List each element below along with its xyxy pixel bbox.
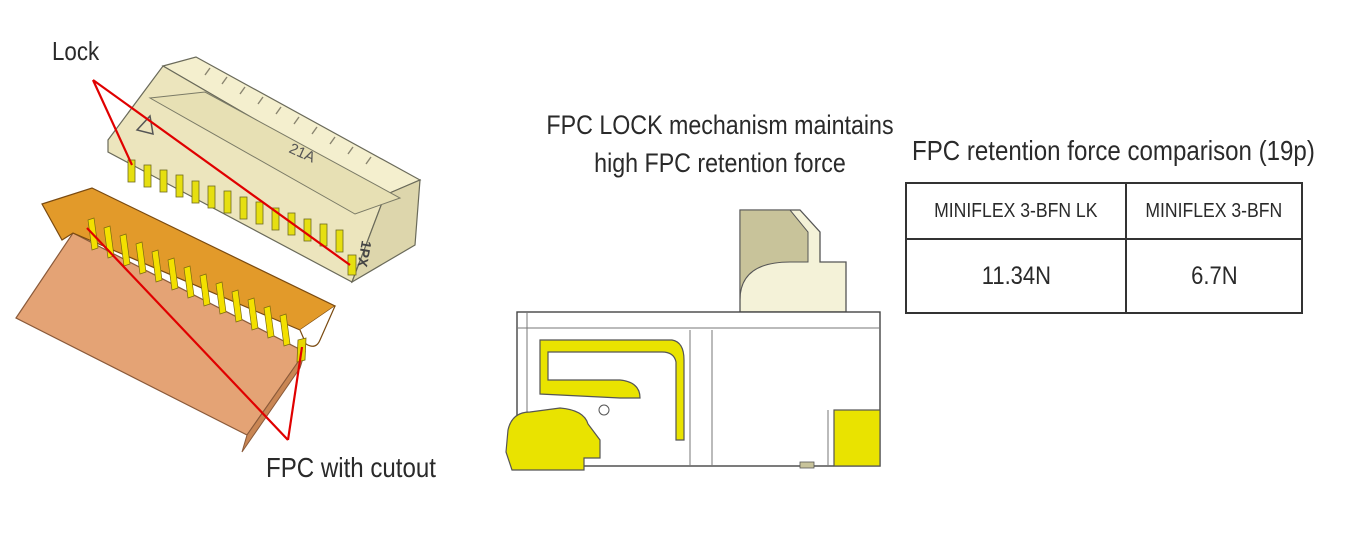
header-lk-label: MINIFLEX 3-BFN LK xyxy=(934,199,1098,222)
fpc-cutout-label: FPC with cutout xyxy=(266,452,436,483)
connector-housing xyxy=(107,56,422,284)
fpc-cable xyxy=(15,187,337,453)
pin1-triangle-icon xyxy=(135,114,154,136)
connector-contacts xyxy=(127,159,357,276)
connector-cross-section xyxy=(505,209,881,471)
table-header-cell: MINIFLEX 3-BFN xyxy=(1125,182,1303,240)
table-header-row: MINIFLEX 3-BFN LK MINIFLEX 3-BFN xyxy=(905,182,1303,240)
mechanism-caption: FPC LOCK mechanism maintains high FPC re… xyxy=(539,106,900,182)
table-header-cell: MINIFLEX 3-BFN LK xyxy=(905,182,1127,240)
table-value-cell: 6.7N xyxy=(1125,238,1303,314)
value-lk: 11.34N xyxy=(981,261,1051,290)
table-value-row: 11.34N 6.7N xyxy=(905,238,1303,314)
header-bfn-label: MINIFLEX 3-BFN xyxy=(1145,199,1283,222)
callout-lines xyxy=(86,79,351,441)
mechanism-caption-line2: high FPC retention force xyxy=(594,148,846,178)
pin-mark-side: 1PX xyxy=(354,239,374,268)
value-bfn: 6.7N xyxy=(1190,261,1238,290)
table-value-cell: 11.34N xyxy=(905,238,1127,314)
table-title: FPC retention force comparison (19p) xyxy=(912,135,1315,166)
mechanism-caption-line1: FPC LOCK mechanism maintains xyxy=(546,110,894,140)
retention-force-table: MINIFLEX 3-BFN LK MINIFLEX 3-BFN 11.34N … xyxy=(905,182,1303,314)
lock-label: Lock xyxy=(52,36,100,66)
